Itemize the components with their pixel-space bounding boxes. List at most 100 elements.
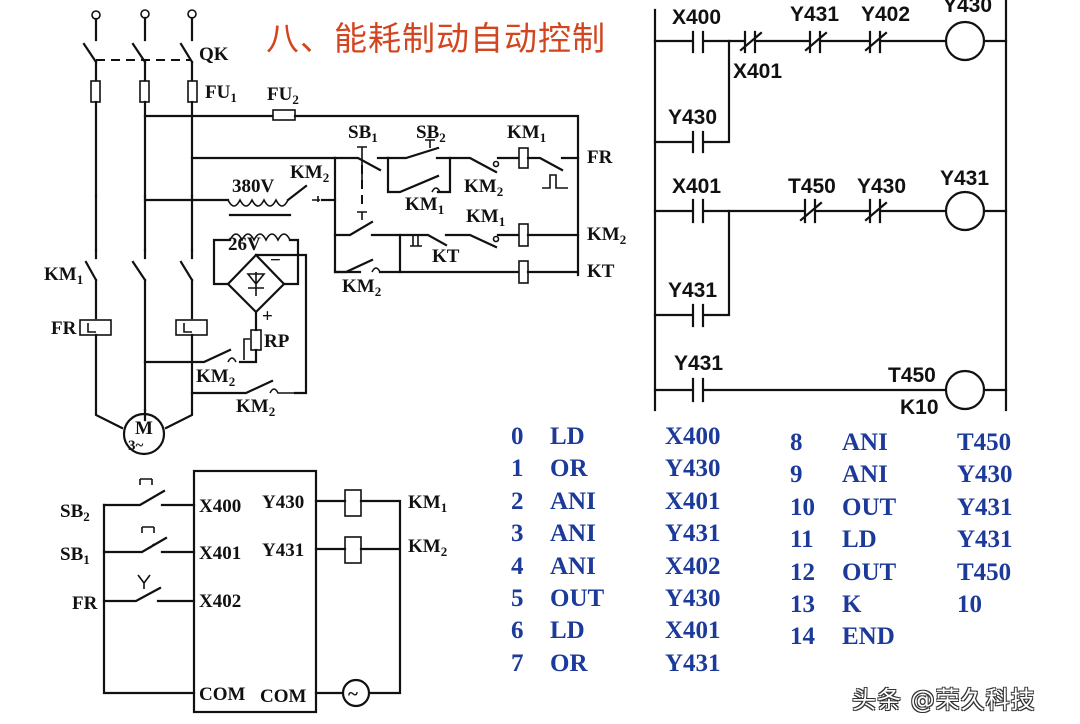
plc-x401: X401 [199, 543, 241, 564]
instruction-step: 7 [511, 649, 524, 677]
transformer-secondary [229, 233, 291, 242]
plc-block [192, 469, 318, 714]
instruction-operand: X402 [665, 552, 721, 580]
plus-label: + [262, 306, 273, 327]
instruction-step: 3 [511, 520, 524, 548]
plc-y430: Y430 [262, 492, 304, 513]
plc-x400: X400 [199, 496, 241, 517]
instruction-operand: Y431 [957, 493, 1013, 521]
instruction-step: 8 [790, 429, 803, 456]
instruction-operand: Y431 [665, 649, 721, 677]
plc-com-in: COM [199, 684, 246, 705]
fr-main-label: FR [51, 318, 77, 339]
fr-thermal [79, 319, 208, 336]
instruction-step: 1 [511, 455, 524, 483]
kt-coil-label: KT [587, 261, 615, 282]
ladder-r1-y402: Y402 [861, 3, 910, 26]
ladder-r2-y430: Y430 [857, 175, 906, 198]
instruction-operand: Y430 [665, 584, 721, 612]
instruction-operand: 10 [957, 590, 982, 618]
instruction-op: ANI [842, 429, 888, 456]
km2-brake2-label: KM2 [236, 396, 275, 419]
instruction-step: 9 [790, 461, 803, 489]
rp-label: RP [264, 331, 290, 352]
control-circuit [333, 139, 580, 284]
page-title: 八、能耗制动自动控制 [266, 19, 606, 58]
ladder-diagram [653, 0, 1008, 412]
km1-hold-label: KM1 [405, 194, 444, 217]
km1-coil-label: KM1 [507, 122, 546, 145]
fr-contact-label: FR [587, 147, 613, 168]
instruction-step: 14 [790, 623, 815, 651]
km1-main-contacts [84, 248, 194, 412]
instruction-op: LD [842, 526, 877, 554]
fu1-label: FU1 [205, 82, 237, 105]
instruction-step: 11 [790, 526, 814, 554]
plc-sb2-label: SB2 [60, 501, 90, 524]
sb2-label: SB2 [416, 122, 446, 145]
ladder-r3-coil: T450 [888, 364, 936, 387]
instruction-op: ANI [550, 552, 596, 580]
instruction-step: 4 [511, 552, 524, 580]
plc-y431: Y431 [262, 540, 304, 561]
instruction-operand: X400 [665, 423, 721, 450]
ladder-r1-x401: X401 [733, 60, 782, 83]
ladder-r2-coil: Y431 [940, 167, 989, 190]
transformer-primary [227, 198, 289, 207]
km2-hold-label: KM2 [342, 276, 381, 299]
instruction-op: OUT [550, 584, 605, 612]
instruction-operand: Y431 [665, 520, 721, 548]
ladder-r1-coil: Y430 [943, 0, 992, 17]
sb1-label: SB1 [348, 122, 378, 145]
instruction-step: 6 [511, 617, 524, 645]
minus-label: − [270, 250, 281, 271]
instruction-op: ANI [842, 461, 888, 489]
qk-label: QK [199, 44, 229, 65]
km2-brake1-label: KM2 [196, 366, 235, 389]
instruction-op: OUT [842, 558, 897, 586]
plc-km2-label: KM2 [408, 536, 447, 559]
motor-icon [122, 412, 166, 456]
instruction-op: END [842, 623, 895, 651]
km2-transformer-label: KM2 [290, 162, 329, 185]
qk-switch [82, 9, 197, 82]
km1-main-label: KM1 [44, 264, 83, 287]
fu2-fuse [272, 109, 296, 121]
v26-label: 26V [228, 234, 261, 255]
km2-coil-label: KM2 [587, 224, 626, 247]
ladder-r2-x401: X401 [672, 175, 721, 198]
ladder-r3-y431: Y431 [674, 352, 723, 375]
watermark: 头条 @荣久科技 [852, 686, 1036, 714]
instruction-op: ANI [550, 520, 596, 548]
instruction-operand: X401 [665, 487, 721, 515]
plc-fr-label: FR [72, 593, 98, 614]
ladder-r1-y431: Y431 [790, 3, 839, 26]
instruction-op: OR [550, 649, 588, 677]
instruction-step: 12 [790, 558, 815, 586]
instruction-operand: Y430 [957, 461, 1013, 489]
plc-wiring [102, 469, 402, 714]
instruction-op: K [842, 590, 862, 618]
instruction-step: 13 [790, 590, 815, 618]
plc-sb1-label: SB1 [60, 544, 90, 567]
instruction-operand [957, 621, 1013, 653]
instruction-step: 2 [511, 487, 524, 515]
instruction-op: OUT [842, 493, 897, 521]
instruction-operand: X401 [665, 617, 721, 645]
v380-label: 380V [232, 176, 275, 197]
instruction-operand: T450 [957, 429, 1012, 456]
instruction-op: LD [550, 423, 585, 450]
instruction-op: OR [550, 455, 588, 483]
ladder-r3-const: K10 [900, 396, 939, 419]
instruction-step: 10 [790, 493, 815, 521]
plc-x402: X402 [199, 591, 241, 612]
ac-source-icon: ~ [348, 684, 358, 705]
instruction-op: ANI [550, 487, 596, 515]
km1-nc-label: KM1 [466, 206, 505, 229]
motor-label: M [135, 418, 153, 439]
rp-resistor [250, 329, 262, 351]
ladder-r1-parallel: Y430 [668, 106, 717, 129]
instruction-op: LD [550, 617, 585, 645]
instruction-operand: Y431 [957, 526, 1013, 554]
